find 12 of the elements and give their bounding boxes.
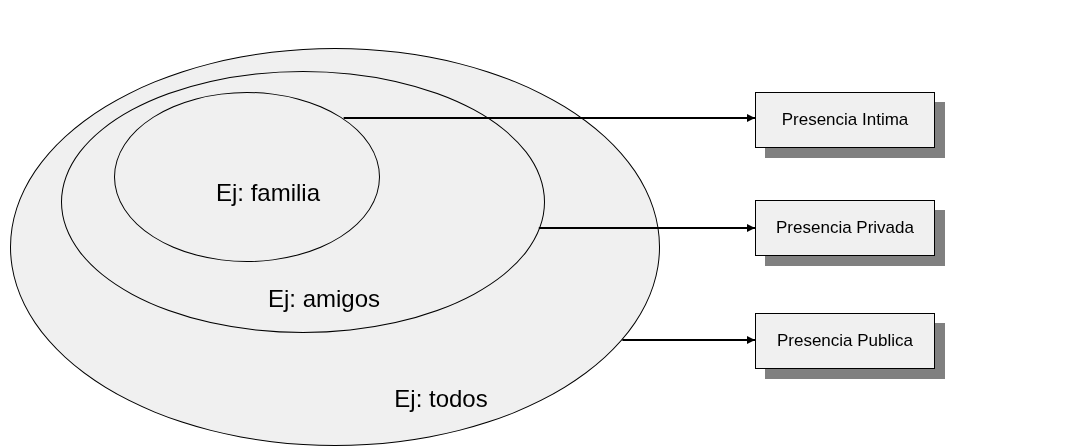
region-label: Ej: todos <box>394 385 488 413</box>
region-label: Ej: familia <box>216 179 320 207</box>
shadowed-box <box>755 313 945 379</box>
shadowed-box <box>755 92 945 158</box>
arrow <box>342 114 756 122</box>
box-label: Presencia Privada <box>776 218 914 238</box>
box-label: Presencia Intima <box>781 110 909 130</box>
region-label: Ej: amigos <box>268 285 380 313</box>
box-label: Presencia Publica <box>776 331 914 351</box>
arrow <box>537 224 756 232</box>
arrow <box>621 336 756 344</box>
shadowed-box <box>755 200 945 266</box>
